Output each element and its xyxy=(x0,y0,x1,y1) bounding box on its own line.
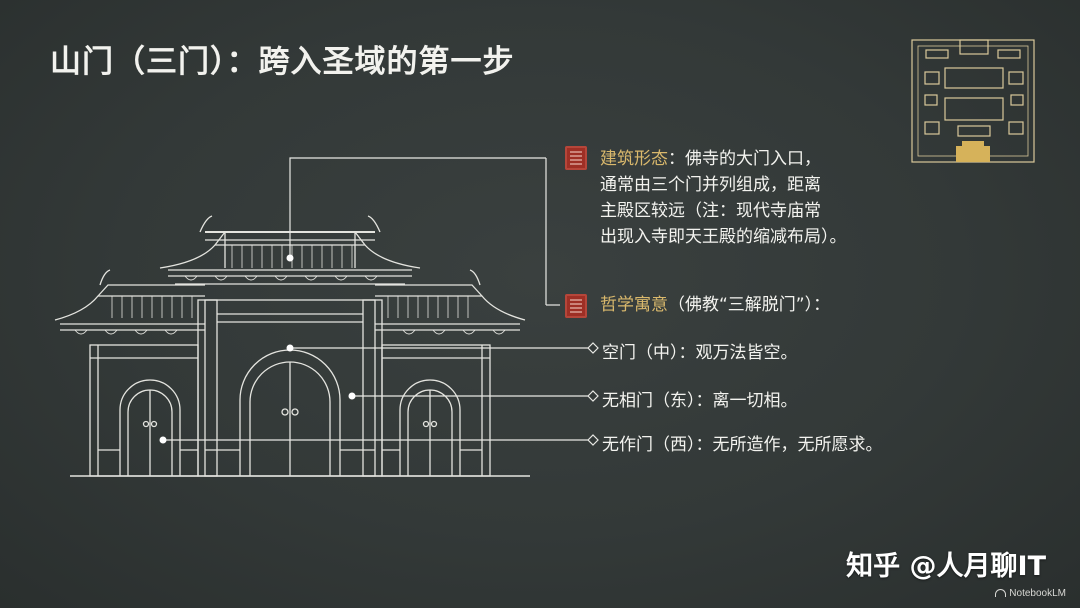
seal-icon xyxy=(565,294,587,318)
architecture-line-3: 主殿区较远（注：现代寺庙常 xyxy=(600,201,821,221)
slide-title: 山门（三门）：跨入圣域的第一步 xyxy=(50,44,515,80)
list-item-kong-men: 空门（中）：观万法皆空。 xyxy=(602,343,798,363)
architecture-text: 建筑形态：佛寺的大门入口， 通常由三个门并列组成，距离 主殿区较远（注：现代寺庙… xyxy=(600,146,847,250)
philosophy-label: 哲学寓意 xyxy=(600,295,668,315)
philosophy-subtitle: （佛教“三解脱门”）： xyxy=(668,295,831,315)
watermark: 知乎 @人月聊IT xyxy=(846,551,1046,582)
brand-label: NotebookLM xyxy=(995,588,1066,599)
list-item-wu-xiang-men: 无相门（东）：离一切相。 xyxy=(602,391,798,411)
list-item-wu-zuo-men: 无作门（西）：无所造作，无所愿求。 xyxy=(602,435,883,455)
architecture-label: 建筑形态 xyxy=(600,149,668,169)
seal-icon xyxy=(565,146,587,170)
architecture-line-1: ：佛寺的大门入口， xyxy=(668,149,821,169)
architecture-line-2: 通常由三个门并列组成，距离 xyxy=(600,175,821,195)
brand-text: NotebookLM xyxy=(1009,588,1066,599)
notebooklm-icon xyxy=(995,589,1007,597)
philosophy-heading: 哲学寓意（佛教“三解脱门”）： xyxy=(600,292,830,318)
architecture-line-4: 出现入寺即天王殿的缩减布局）。 xyxy=(600,227,847,247)
